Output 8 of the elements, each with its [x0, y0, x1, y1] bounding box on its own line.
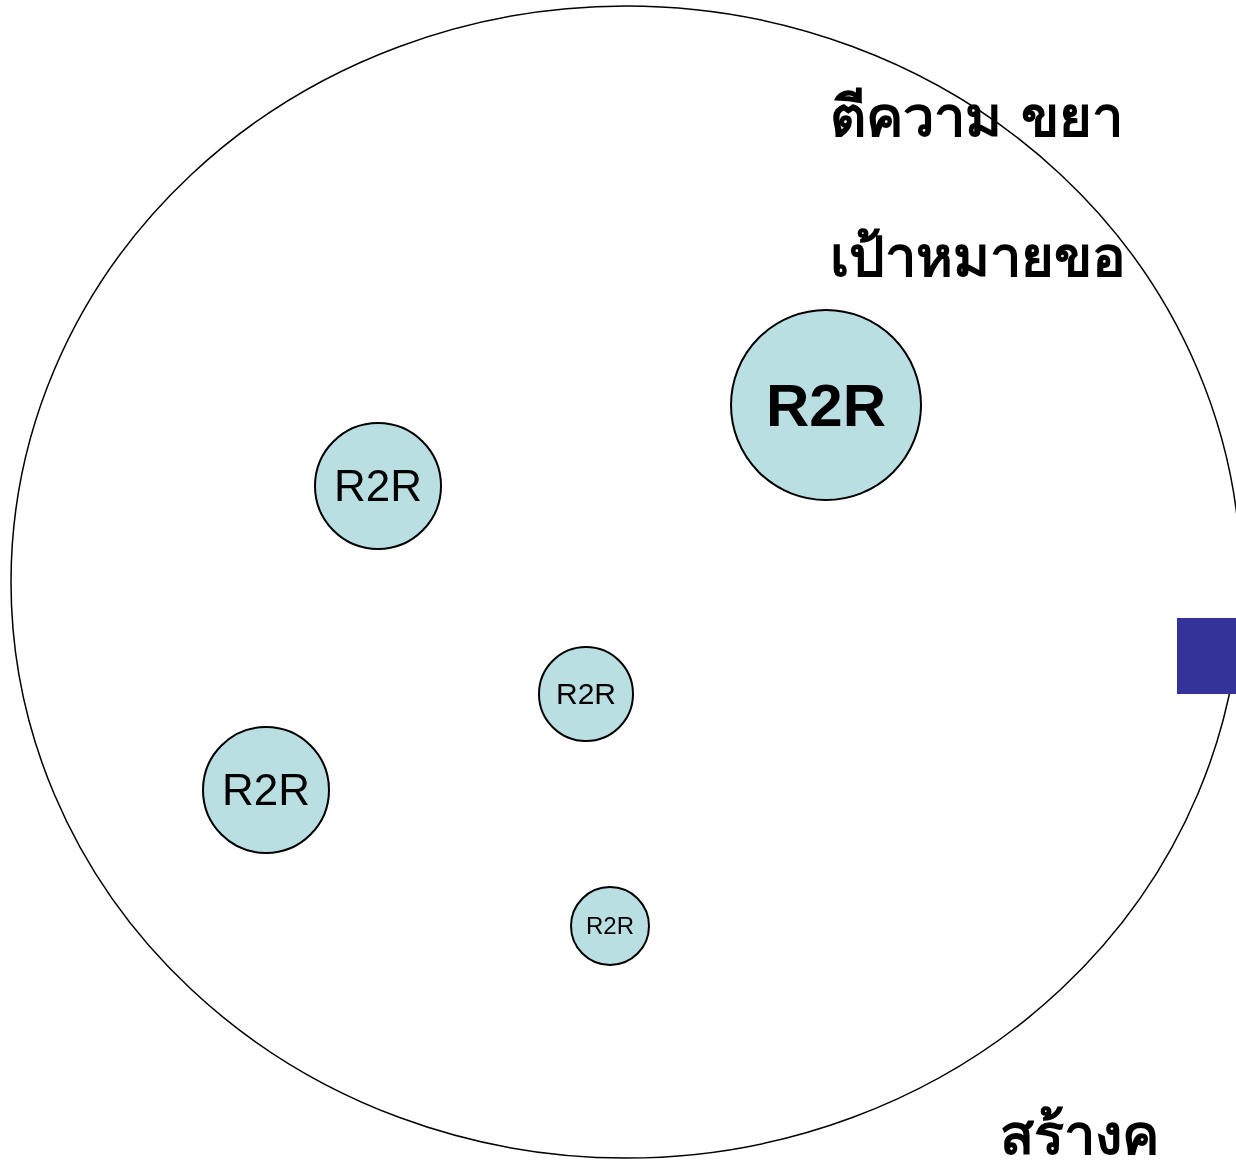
r2r-circle: R2R [570, 886, 650, 966]
r2r-circle: R2R [202, 726, 330, 854]
slide-text: เป้าหมายขอ [830, 222, 1126, 291]
r2r-circle: R2R [314, 422, 442, 550]
slide-text: สร้างค [1000, 1100, 1159, 1161]
r2r-circle: R2R [730, 309, 922, 501]
r2r-circle: R2R [538, 646, 634, 742]
slide-text: ตีความ ขยา [830, 82, 1124, 151]
